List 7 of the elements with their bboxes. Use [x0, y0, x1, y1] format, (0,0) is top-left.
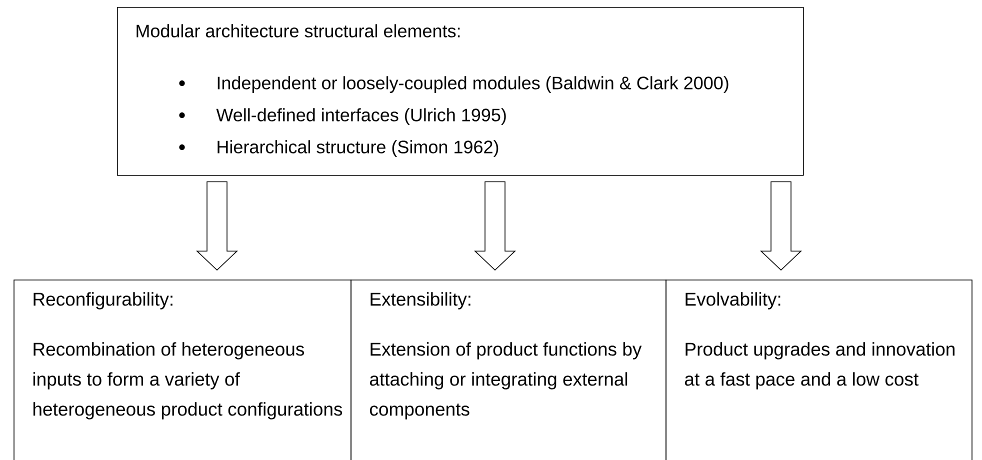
- text-box: Modular architecture structural elements: Independent or loosely-coupled modules (Baldwin & Clark 2000) Well-defined interfaces (Ulrich 1995) Hierarchical structure (Simon 1962): [117, 6, 804, 176]
- column-box: Evolvability: Product upgrades and innovation at a fast pace and a low cost: [666, 280, 972, 460]
- block-arrow: [196, 181, 238, 271]
- block-arrow: [760, 181, 802, 271]
- column-box: Extensibility: Extension of product functions by attaching or integrating external components: [350, 280, 666, 460]
- block-arrow: [474, 181, 516, 271]
- column-box: Reconfigurability: Recombination of heterogeneous inputs to form a variety of heterogeneous product configurations: [14, 280, 352, 460]
